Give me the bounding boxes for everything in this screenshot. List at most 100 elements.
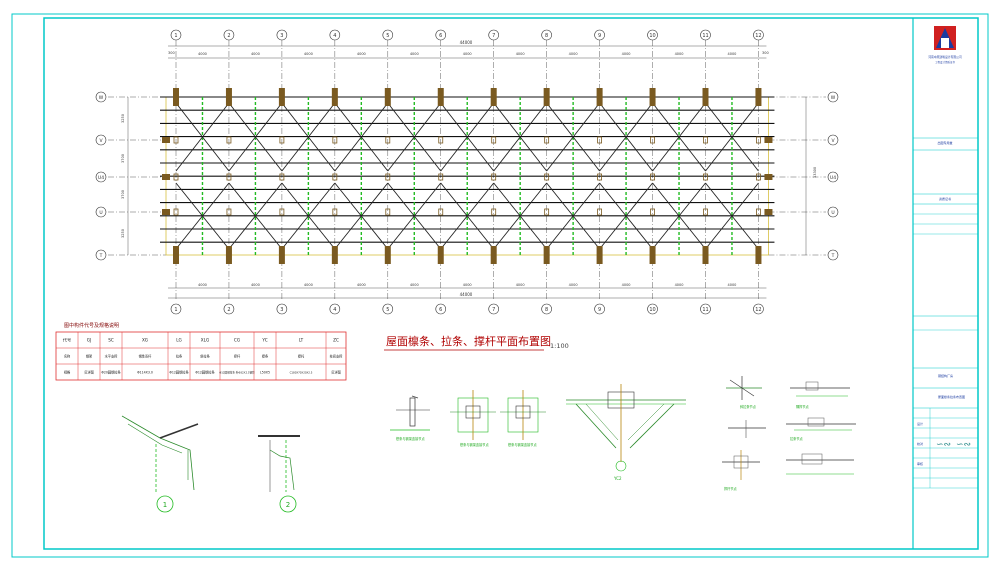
end-column-left bbox=[162, 137, 170, 143]
col-axis-label-bottom: 7 bbox=[492, 307, 495, 313]
col-axis-bubble-bottom bbox=[170, 303, 182, 315]
brace bbox=[519, 102, 548, 138]
legend-header-cell: LG bbox=[176, 338, 182, 343]
brace bbox=[625, 182, 653, 217]
brace bbox=[255, 102, 283, 138]
brace bbox=[678, 102, 706, 138]
brace bbox=[572, 215, 600, 250]
brace bbox=[466, 136, 495, 172]
row-axis-label-right: T bbox=[831, 253, 835, 259]
end-column-left bbox=[162, 209, 170, 215]
purlin-node bbox=[385, 173, 391, 181]
bay-dim-top: 4000 bbox=[357, 52, 366, 56]
legend-cell: 名称 bbox=[64, 354, 71, 359]
row-axis-bubble-right bbox=[827, 134, 839, 146]
brace bbox=[228, 136, 256, 172]
purlin-node bbox=[173, 173, 179, 181]
row-axis-label-left: V bbox=[99, 138, 103, 144]
brace bbox=[731, 182, 759, 217]
purlin-node bbox=[279, 136, 285, 144]
row-axis-label-right: V bbox=[831, 138, 835, 144]
bay-dim-top: 4000 bbox=[463, 52, 472, 56]
col-axis-label-top: 10 bbox=[649, 33, 655, 39]
row-axis-bubble-right bbox=[827, 249, 839, 261]
legend-cell: 钢架 bbox=[86, 354, 93, 359]
purlin-node bbox=[226, 173, 232, 181]
col-axis-bubble-bottom bbox=[329, 303, 341, 315]
column-marker bbox=[490, 246, 497, 264]
brace bbox=[413, 102, 442, 138]
legend-cell: 撑杆 bbox=[234, 354, 241, 359]
node-purlin-3-caption: 檩条与钢架连接节点 bbox=[508, 442, 537, 447]
legend-cell: 檩托 bbox=[298, 354, 305, 359]
purlin-node bbox=[438, 208, 444, 216]
brace bbox=[387, 182, 415, 217]
brace bbox=[466, 182, 495, 217]
bay-dim-top: 4000 bbox=[622, 52, 631, 56]
brace bbox=[572, 136, 600, 172]
node-brace-caption: 隅撑节点 bbox=[796, 404, 810, 409]
col-axis-bubble-top bbox=[435, 29, 447, 41]
brace bbox=[202, 182, 230, 217]
col-axis-bubble-bottom bbox=[753, 303, 764, 315]
column-marker bbox=[649, 246, 656, 264]
column-marker bbox=[384, 88, 391, 106]
purlin-node bbox=[491, 208, 497, 216]
brace bbox=[546, 215, 574, 250]
brace bbox=[705, 215, 733, 250]
node-tie-caption: 拉条节点 bbox=[790, 436, 804, 441]
row-axis-bubble-left bbox=[95, 134, 107, 146]
brace bbox=[175, 136, 203, 172]
col-axis-label-top: 4 bbox=[333, 33, 336, 39]
bay-dim-top: 4000 bbox=[251, 52, 260, 56]
col-axis-label-bottom: 11 bbox=[702, 307, 708, 313]
brace bbox=[652, 102, 680, 138]
purlin-node bbox=[279, 208, 285, 216]
brace bbox=[652, 136, 680, 172]
bay-dim-bottom: 4000 bbox=[675, 283, 684, 287]
yc2-label: YC2 bbox=[613, 476, 622, 481]
row-dim: 3700 bbox=[121, 190, 125, 199]
brace bbox=[228, 182, 256, 217]
brace bbox=[413, 136, 442, 172]
col-axis-bubble-bottom bbox=[435, 303, 447, 315]
purlin-node bbox=[332, 173, 338, 181]
brace bbox=[202, 102, 230, 138]
col-axis-label-top: 3 bbox=[280, 33, 283, 39]
col-axis-bubble-bottom bbox=[488, 303, 500, 315]
row-axis-bubble-left bbox=[95, 171, 107, 183]
legend-header-cell: SC bbox=[108, 338, 114, 343]
bay-dim-bottom: 4000 bbox=[198, 283, 207, 287]
column-marker bbox=[173, 88, 179, 106]
col-axis-label-top: 5 bbox=[386, 33, 389, 39]
brace bbox=[175, 215, 203, 250]
legend-header-cell: XLG bbox=[201, 338, 209, 343]
brace bbox=[228, 102, 256, 138]
legend-header-cell: GJ bbox=[87, 338, 91, 343]
bay-dim-bottom: 4000 bbox=[304, 283, 313, 287]
bay-dim-top: 4000 bbox=[516, 52, 525, 56]
col-axis-bubble-top bbox=[488, 29, 500, 41]
brace bbox=[440, 136, 468, 172]
node-purlin-2-caption: 檩条与钢架连接节点 bbox=[460, 442, 489, 447]
bay-dim-bottom: 4000 bbox=[516, 283, 525, 287]
column-marker bbox=[278, 88, 285, 106]
purlin-node bbox=[703, 173, 708, 181]
legend-cell: 拉条 bbox=[176, 354, 183, 359]
col-axis-label-bottom: 5 bbox=[386, 307, 389, 313]
row-axis-bubble-left bbox=[95, 91, 107, 103]
brace bbox=[255, 215, 283, 250]
legend-title: 图中构件代号及规格说明 bbox=[64, 322, 119, 329]
legend-frame bbox=[55, 331, 347, 381]
col-axis-bubble-top bbox=[276, 29, 288, 41]
detail-1: 1 bbox=[121, 415, 199, 513]
col-axis-label-bottom: 8 bbox=[545, 307, 548, 313]
brace bbox=[228, 215, 256, 250]
legend-cell: 钢性系杆 bbox=[139, 354, 153, 359]
brace bbox=[360, 102, 389, 138]
purlin-node bbox=[650, 173, 655, 181]
brace bbox=[493, 102, 521, 138]
brace bbox=[466, 102, 495, 138]
col-axis-label-top: 7 bbox=[492, 33, 495, 39]
